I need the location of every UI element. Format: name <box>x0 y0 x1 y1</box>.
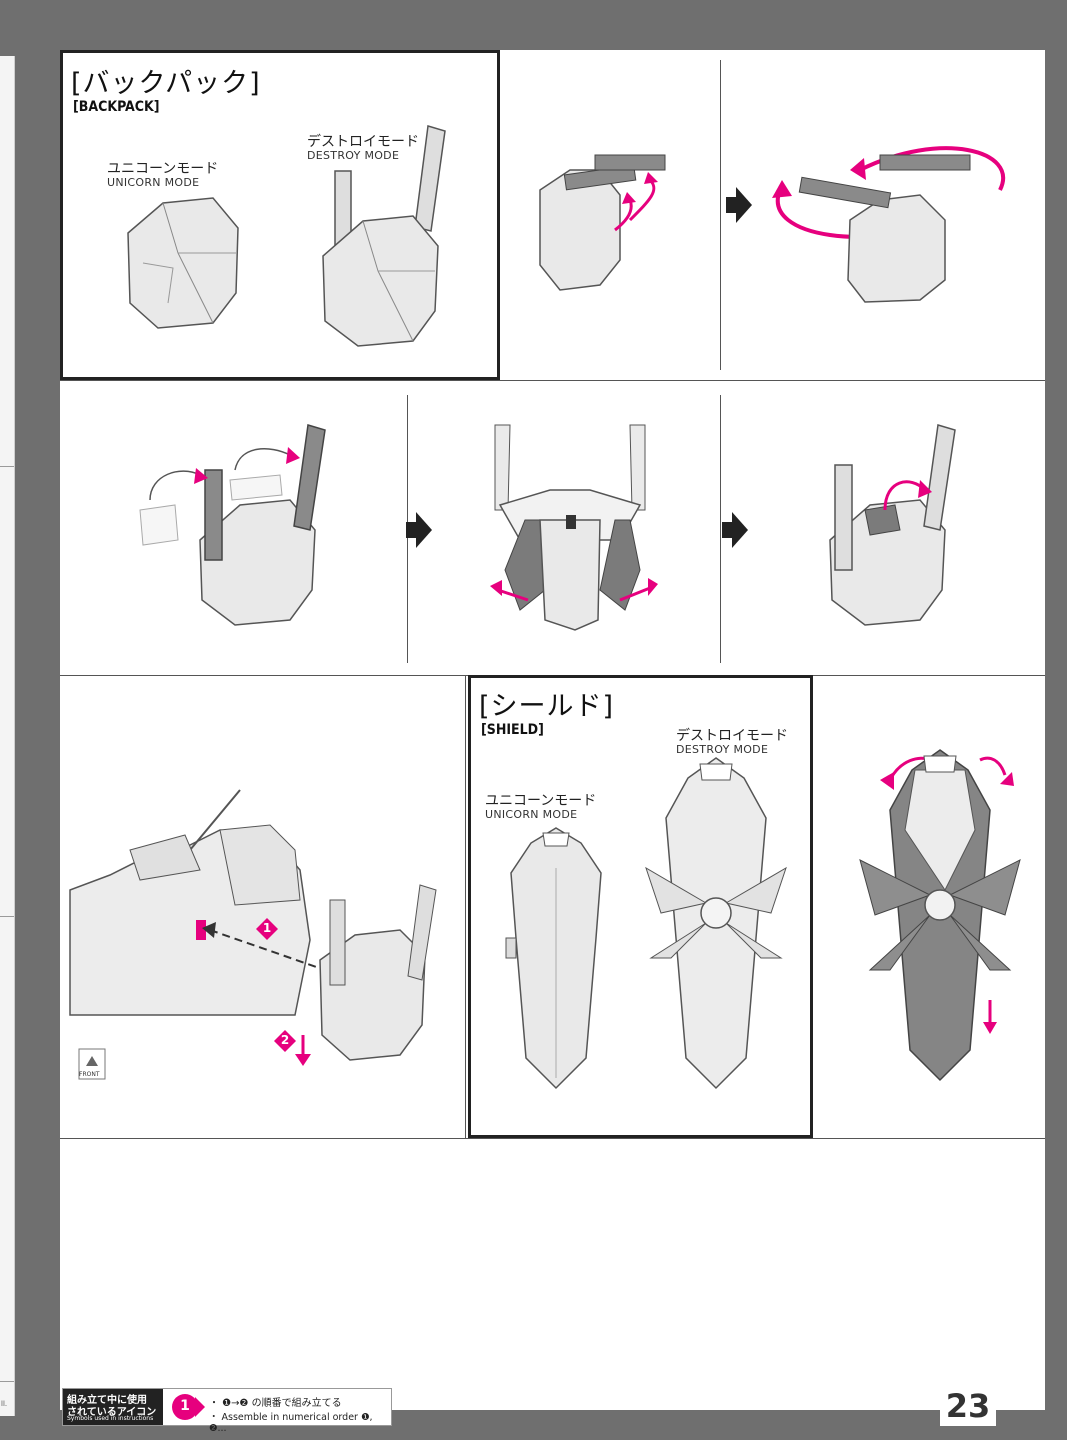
row1-divider <box>720 60 721 370</box>
shield-destroy-label-jp: デストロイモード <box>676 728 788 744</box>
step-arrow-1 <box>726 187 752 223</box>
shield-transform-illustration <box>859 749 1021 1082</box>
row1-bottom-rule <box>60 380 1045 381</box>
backpack-unicorn-label-jp: ユニコーンモード <box>107 161 219 177</box>
backpack-destroy-illustration <box>322 125 446 347</box>
step-badge-2: 2 <box>274 1030 296 1052</box>
legend-label-line1: 組み立て中に使用 <box>67 1395 147 1406</box>
shield-title-en: [SHIELD] <box>481 722 544 738</box>
backpack-unicorn-label-en: UNICORN MODE <box>107 176 200 189</box>
front-label: FRONT <box>79 1071 100 1078</box>
backpack-title-en: [BACKPACK] <box>73 99 160 115</box>
shield-destroy-illustration <box>645 757 787 1090</box>
legend-label-box: 組み立て中に使用 されているアイコン Symbols used in instr… <box>63 1389 163 1425</box>
backpack-title-jp: [バックパック] <box>71 68 261 99</box>
backpack-step1-illustration <box>539 154 666 291</box>
instruction-page: [バックパック] [BACKPACK] ユニコーンモード UNICORN MOD… <box>60 50 1045 1410</box>
backpack-unicorn-illustration <box>127 197 239 329</box>
backpack-intro-panel: [バックパック] [BACKPACK] ユニコーンモード UNICORN MOD… <box>60 50 500 380</box>
strip-edge-text: ll. <box>1 1400 8 1408</box>
shield-title-jp: [シールド] <box>479 691 615 722</box>
legend-label-line2: されているアイコン <box>67 1407 157 1418</box>
legend-text-en: ・ Assemble in numerical order ❶, ❷... <box>209 1412 373 1434</box>
legend-label-line3: Symbols used in instructions <box>67 1415 154 1422</box>
legend-text-jp: ・ ❶→❷ の順番で組み立てる <box>209 1398 342 1409</box>
shield-unicorn-label-en: UNICORN MODE <box>485 808 578 821</box>
row3-bottom-rule <box>60 1138 1045 1139</box>
strip-divider <box>0 1381 14 1382</box>
backpack-destroy-label-jp: デストロイモード <box>307 134 419 150</box>
backpack-step4-illustration <box>490 424 658 631</box>
shield-unicorn-illustration <box>505 827 602 1090</box>
shield-destroy-label-en: DESTROY MODE <box>676 743 769 756</box>
step-arrow-3 <box>722 512 748 548</box>
backpack-attach-illustration <box>69 789 437 1066</box>
step-arrow-2 <box>406 512 432 548</box>
backpack-step2-illustration <box>772 146 1005 303</box>
page-number: 23 <box>940 1386 996 1426</box>
backpack-step3-illustration <box>139 424 326 626</box>
strip-divider <box>0 466 14 467</box>
row3-divider-a <box>465 675 466 1138</box>
shield-intro-panel: [シールド] [SHIELD] デストロイモード DESTROY MODE ユニ… <box>468 675 813 1138</box>
front-orientation-icon <box>78 1048 106 1080</box>
step-number-icon: 1 <box>171 1393 205 1421</box>
row2-divider-b <box>720 395 721 663</box>
symbol-legend: 組み立て中に使用 されているアイコン Symbols used in instr… <box>62 1388 392 1434</box>
shield-unicorn-label-jp: ユニコーンモード <box>485 793 597 809</box>
adjacent-page-strip: ll. <box>0 56 15 1416</box>
backpack-destroy-label-en: DESTROY MODE <box>307 149 400 162</box>
strip-divider <box>0 916 14 917</box>
backpack-step5-illustration <box>829 424 956 626</box>
step-badge-1: 1 <box>256 918 278 940</box>
